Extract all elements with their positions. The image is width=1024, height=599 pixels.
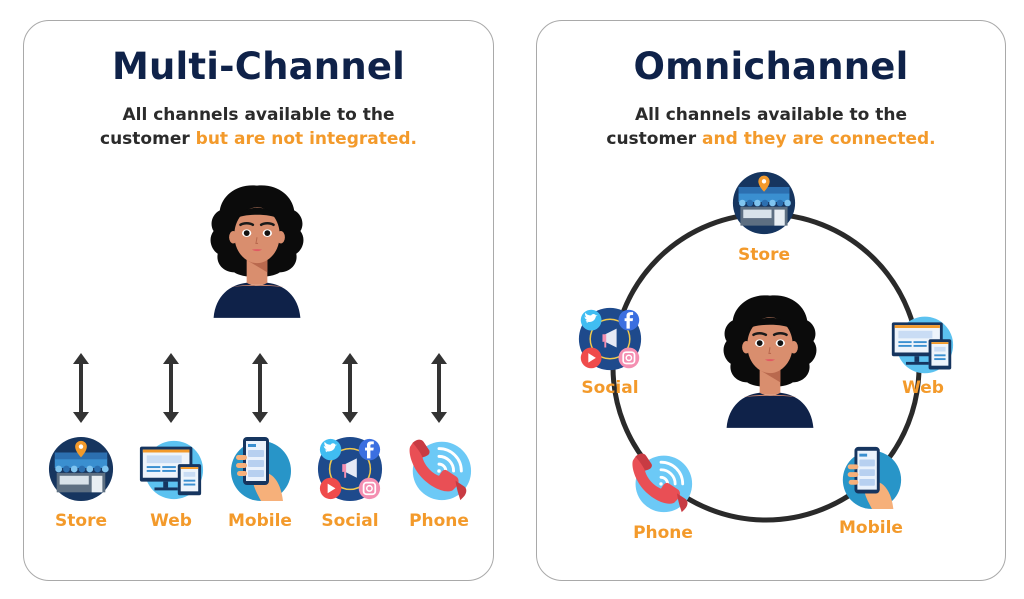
subtitle-highlight: but are not integrated. xyxy=(195,129,417,149)
channel-label-social: Social xyxy=(581,378,639,398)
store-icon xyxy=(731,170,797,236)
multi-channel-panel: Multi-Channel All channels available to … xyxy=(23,20,494,581)
panel-title: Omnichannel xyxy=(633,45,909,88)
channel-label-web: Web xyxy=(150,511,192,531)
subtitle-line-1: All channels available to the xyxy=(122,105,395,125)
panel-subtitle: All channels available to the customer b… xyxy=(24,103,493,151)
channel-label-web: Web xyxy=(902,378,944,398)
store-icon xyxy=(47,435,115,503)
customer-avatar xyxy=(708,283,832,428)
web-icon xyxy=(887,311,957,377)
channel-label-phone: Phone xyxy=(633,523,693,543)
panel-subtitle: All channels available to the customer a… xyxy=(537,103,1005,151)
channel-label-mobile: Mobile xyxy=(839,518,903,538)
web-icon xyxy=(136,435,206,503)
panel-title: Multi-Channel xyxy=(111,45,406,88)
subtitle-plain: customer xyxy=(100,129,196,149)
channel-label-store: Store xyxy=(55,511,107,531)
mobile-icon xyxy=(225,433,295,503)
customer-avatar xyxy=(195,173,319,318)
double-arrow-icon xyxy=(71,353,91,423)
omnichannel-panel: Omnichannel All channels available to th… xyxy=(536,20,1006,581)
phone-icon xyxy=(627,449,695,515)
double-arrow-icon xyxy=(250,353,270,423)
double-arrow-icon xyxy=(161,353,181,423)
mobile-icon xyxy=(837,443,905,511)
social-icon xyxy=(316,435,384,503)
social-icon xyxy=(577,306,643,372)
channel-label-phone: Phone xyxy=(409,511,469,531)
phone-icon xyxy=(404,435,474,503)
subtitle-highlight: and they are connected. xyxy=(702,129,936,149)
subtitle-line-2: customer and they are connected. xyxy=(537,127,1005,151)
subtitle-line-1: All channels available to the xyxy=(634,105,908,125)
subtitle-line-2: customer but are not integrated. xyxy=(24,127,493,151)
double-arrow-icon xyxy=(340,353,360,423)
channel-label-social: Social xyxy=(321,511,379,531)
double-arrow-icon xyxy=(429,353,449,423)
subtitle-plain: customer xyxy=(606,129,703,149)
channel-label-mobile: Mobile xyxy=(228,511,292,531)
channel-label-store: Store xyxy=(738,245,790,265)
